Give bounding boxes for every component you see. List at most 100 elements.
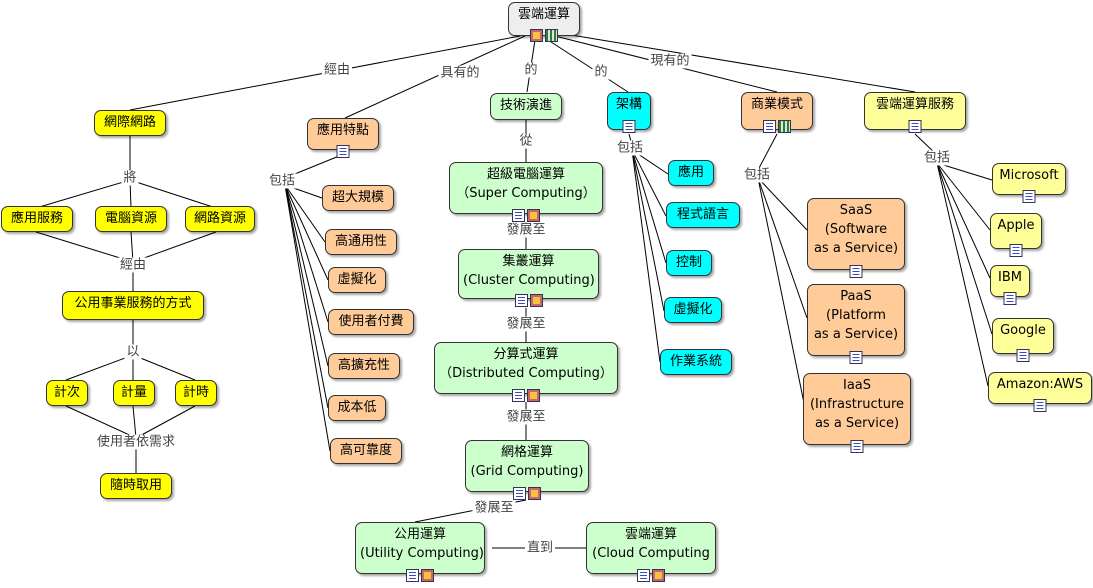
node-text: 高擴充性: [337, 358, 390, 373]
node-text: (Cloud Computing: [592, 546, 710, 561]
node-cloud-services[interactable]: 雲端運算服務: [864, 92, 966, 133]
node-text: IBM: [998, 270, 1022, 285]
link-label-existing: 現有的: [648, 53, 692, 69]
link-label-of-tech: 的: [522, 62, 540, 78]
node-text: (Cluster Computing): [463, 273, 595, 288]
node-arch-application[interactable]: 應用: [668, 160, 714, 186]
document-resource-icon[interactable]: [336, 145, 350, 158]
document-resource-icon[interactable]: [1009, 244, 1023, 257]
document-resource-icon[interactable]: [849, 351, 863, 364]
node-text: (Platform: [826, 308, 886, 323]
document-resource-icon[interactable]: [513, 487, 526, 500]
image-resource-icon[interactable]: [421, 569, 434, 582]
node-service-aws[interactable]: Amazon:AWS: [988, 372, 1092, 412]
film-resource-icon[interactable]: [545, 29, 558, 42]
node-service-google[interactable]: Google: [992, 318, 1054, 362]
resource-icons: [1009, 244, 1023, 257]
node-text: 控制: [675, 255, 702, 270]
node-arch-virtualization[interactable]: 虛擬化: [664, 297, 722, 323]
node-internet[interactable]: 網際網路: [94, 110, 166, 136]
node-utility-computing[interactable]: 公用運算 (Utility Computing): [355, 522, 485, 582]
node-text: 虛擬化: [337, 272, 377, 287]
film-resource-icon[interactable]: [778, 120, 791, 133]
node-text: （Distributed Computing）: [439, 366, 613, 381]
node-feature-availability[interactable]: 高通用性: [325, 229, 397, 255]
node-text: 應用特點: [316, 123, 369, 138]
image-resource-icon[interactable]: [529, 294, 543, 307]
node-text: Google: [1000, 323, 1046, 338]
document-resource-icon[interactable]: [763, 120, 776, 133]
node-feature-scalability[interactable]: 高擴充性: [328, 353, 400, 379]
node-text: Amazon:AWS: [996, 377, 1084, 392]
node-on-demand[interactable]: 隨時取用: [100, 473, 172, 499]
node-text: (Utility Computing): [360, 546, 484, 561]
node-count-amount[interactable]: 計量: [113, 380, 155, 406]
document-resource-icon[interactable]: [908, 120, 922, 133]
document-resource-icon[interactable]: [512, 209, 525, 222]
node-arch-operating-system[interactable]: 作業系統: [660, 349, 732, 375]
image-resource-icon[interactable]: [652, 569, 665, 582]
node-feature-virtualization[interactable]: 虛擬化: [328, 267, 386, 293]
document-resource-icon[interactable]: [514, 294, 528, 307]
link-label-develop-1: 發展至: [504, 222, 548, 238]
node-count-time[interactable]: 計時: [175, 380, 217, 406]
image-resource-icon[interactable]: [530, 29, 543, 42]
document-resource-icon[interactable]: [512, 389, 525, 402]
node-iaas[interactable]: IaaS (Infrastructure as a Service): [803, 373, 911, 453]
node-text: PaaS: [840, 289, 872, 304]
node-utility-service-way[interactable]: 公用事業服務的方式: [62, 291, 204, 320]
node-network-resources[interactable]: 網路資源: [185, 206, 255, 232]
node-features[interactable]: 應用特點: [307, 118, 379, 158]
node-service-microsoft[interactable]: Microsoft: [992, 163, 1066, 203]
node-arch-control[interactable]: 控制: [666, 250, 712, 276]
node-feature-user-pays[interactable]: 使用者付費: [328, 309, 414, 335]
node-text: 虛擬化: [673, 302, 713, 317]
resource-icons: [622, 120, 636, 133]
resource-icons: [849, 265, 863, 278]
document-resource-icon[interactable]: [1016, 349, 1030, 362]
node-computer-resources[interactable]: 電腦資源: [95, 206, 167, 232]
node-service-ibm[interactable]: IBM: [990, 265, 1030, 305]
image-resource-icon[interactable]: [527, 389, 540, 402]
node-tech-evolution[interactable]: 技術演進: [490, 93, 562, 120]
node-super-computing[interactable]: 超級電腦運算 （Super Computing）: [449, 162, 603, 222]
document-resource-icon[interactable]: [637, 569, 650, 582]
node-paas[interactable]: PaaS (Platform as a Service): [807, 284, 905, 364]
node-text: as a Service): [813, 241, 899, 256]
node-architecture[interactable]: 架構: [607, 92, 651, 133]
node-text: 雲端運算: [624, 527, 677, 542]
document-resource-icon[interactable]: [849, 265, 863, 278]
resource-icons: [763, 120, 791, 133]
node-cluster-computing[interactable]: 集叢運算 (Cluster Computing): [458, 249, 599, 307]
link-label-has: 具有的: [438, 65, 482, 81]
document-resource-icon[interactable]: [622, 120, 636, 133]
image-resource-icon[interactable]: [528, 487, 541, 500]
node-service-apple[interactable]: Apple: [990, 213, 1042, 257]
node-feature-low-cost[interactable]: 成本低: [328, 395, 386, 421]
link-label-include-features: 包括: [266, 173, 298, 189]
document-resource-icon[interactable]: [850, 440, 864, 453]
node-feature-scale[interactable]: 超大規模: [322, 185, 394, 211]
node-text: 集叢運算: [502, 254, 555, 269]
node-business-model[interactable]: 商業模式: [741, 92, 813, 133]
node-text: 雲端運算: [517, 7, 570, 22]
node-feature-reliability[interactable]: 高可靠度: [330, 438, 402, 464]
link-label-develop-2: 發展至: [504, 316, 548, 332]
resource-icons: [849, 351, 863, 364]
node-count-times[interactable]: 計次: [46, 380, 88, 406]
node-arch-programming-language[interactable]: 程式語言: [666, 202, 740, 228]
node-saas[interactable]: SaaS (Software as a Service): [807, 198, 905, 278]
resource-icons: [530, 29, 558, 42]
node-grid-computing[interactable]: 網格運算 (Grid Computing): [465, 440, 589, 500]
image-resource-icon[interactable]: [527, 209, 540, 222]
node-text: 網路資源: [193, 211, 246, 226]
document-resource-icon[interactable]: [1022, 190, 1036, 203]
node-text: (Infrastructure: [809, 397, 905, 412]
node-application-service[interactable]: 應用服務: [1, 206, 73, 232]
node-cloud-computing[interactable]: 雲端運算 (Cloud Computing: [586, 522, 716, 582]
document-resource-icon[interactable]: [1033, 399, 1047, 412]
node-distributed-computing[interactable]: 分算式運算 （Distributed Computing）: [434, 342, 618, 402]
document-resource-icon[interactable]: [1003, 292, 1017, 305]
document-resource-icon[interactable]: [406, 569, 419, 582]
node-cloud-computing-root[interactable]: 雲端運算: [508, 2, 580, 42]
